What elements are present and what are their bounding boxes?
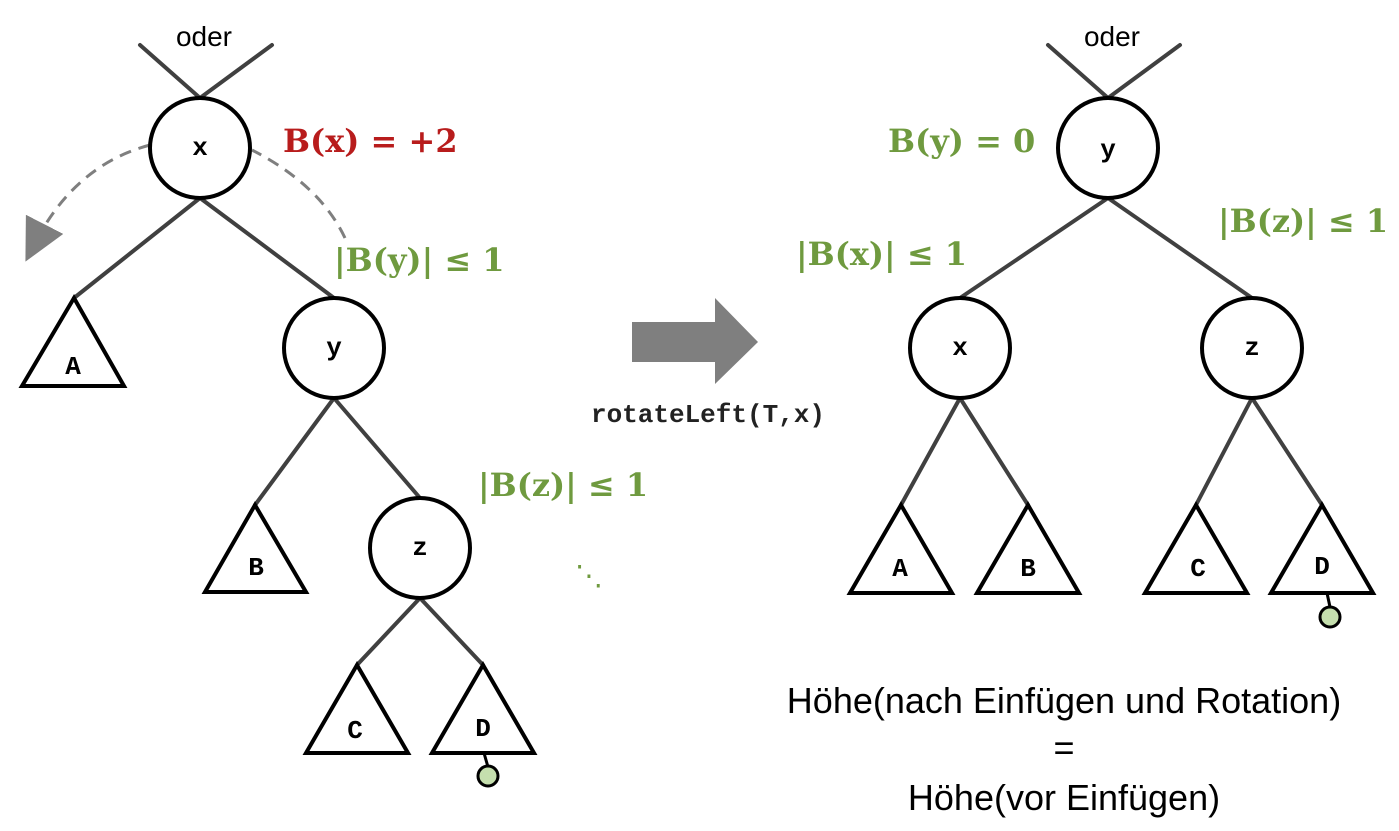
subtree-B (201, 501, 310, 594)
formula-line-1: Höhe(nach Einfügen und Rotation) (787, 680, 1341, 721)
inserted-leaf-dot (476, 764, 500, 788)
subtree-D-label: D (475, 714, 491, 744)
rotation-arrow: rotateLeft(T,x) (591, 298, 825, 430)
rotation-arrow-left (25, 143, 151, 262)
height-formula: Höhe(nach Einfügen und Rotation) = Höhe(… (787, 680, 1341, 818)
incoming-edge-left (1046, 43, 1110, 100)
subtree-C (302, 661, 412, 755)
edge-z-D (1250, 396, 1324, 507)
edge-x-B (958, 396, 1030, 507)
balance-x-label: |B(x)| ≤ 1 (796, 235, 967, 273)
edge-y-B (253, 396, 336, 507)
edge-z-D (418, 596, 485, 667)
incoming-edge-right (198, 43, 274, 100)
inserted-leaf-edge (1325, 592, 1332, 608)
subtree-B-label: B (248, 553, 264, 583)
big-arrow-shape (632, 298, 758, 384)
edge-x-A (72, 196, 202, 300)
inserted-leaf-dot (1318, 605, 1342, 629)
balance-x-label: B(x) = +2 (283, 122, 458, 160)
rotation-dash-right (251, 148, 347, 239)
balance-z-label: |B(z)| ≤ 1 (478, 466, 648, 504)
subtree-A-label: A (892, 554, 908, 584)
edge-y-x (958, 196, 1110, 300)
subtree-C-label: C (347, 716, 363, 746)
edge-z-C (1194, 396, 1254, 507)
subtree-A (846, 501, 956, 595)
ellipsis: ⋱ (575, 559, 603, 592)
formula-line-2: = (1053, 727, 1074, 768)
incoming-edge-left (138, 43, 202, 100)
node-z-label: z (1244, 333, 1260, 363)
before-tree: oder x y z A B C D B(x) = +2 |B(y)| ≤ 1 (18, 21, 648, 788)
node-y-label: y (1100, 135, 1116, 165)
subtree-C-label: C (1190, 554, 1206, 584)
subtree-B (973, 501, 1083, 595)
node-x (908, 296, 1012, 400)
incoming-edge-right (1106, 43, 1182, 100)
oder-label: oder (1084, 21, 1140, 52)
node-y (282, 296, 386, 400)
balance-y-label: B(y) = 0 (888, 122, 1035, 160)
subtree-D (428, 661, 538, 755)
node-x-label: x (192, 133, 208, 163)
node-x-label: x (952, 333, 968, 363)
edge-x-A (899, 396, 962, 507)
formula-line-3: Höhe(vor Einfügen) (908, 777, 1220, 818)
balance-y-label: |B(y)| ≤ 1 (334, 241, 505, 279)
subtree-A (18, 294, 128, 388)
node-z-label: z (412, 533, 428, 563)
edge-z-C (355, 596, 422, 667)
edge-y-z (332, 396, 422, 500)
node-y-label: y (326, 333, 342, 363)
balance-z-label: |B(z)| ≤ 1 (1218, 202, 1388, 240)
node-z (1200, 296, 1304, 400)
oder-label: oder (176, 21, 232, 52)
node-z (368, 496, 472, 600)
subtree-D (1267, 501, 1377, 595)
subtree-C (1141, 501, 1251, 595)
edge-x-y (198, 196, 336, 300)
node-y (1056, 96, 1160, 200)
after-tree: oder y x z A B C D B(y) = 0 |B(x)| ≤ 1 |… (796, 21, 1388, 629)
edge-y-z (1106, 196, 1254, 300)
subtree-A-label: A (65, 352, 81, 382)
operation-label: rotateLeft(T,x) (591, 400, 825, 430)
subtree-B-label: B (1020, 554, 1036, 584)
node-x (148, 96, 252, 200)
subtree-D-label: D (1314, 552, 1330, 582)
